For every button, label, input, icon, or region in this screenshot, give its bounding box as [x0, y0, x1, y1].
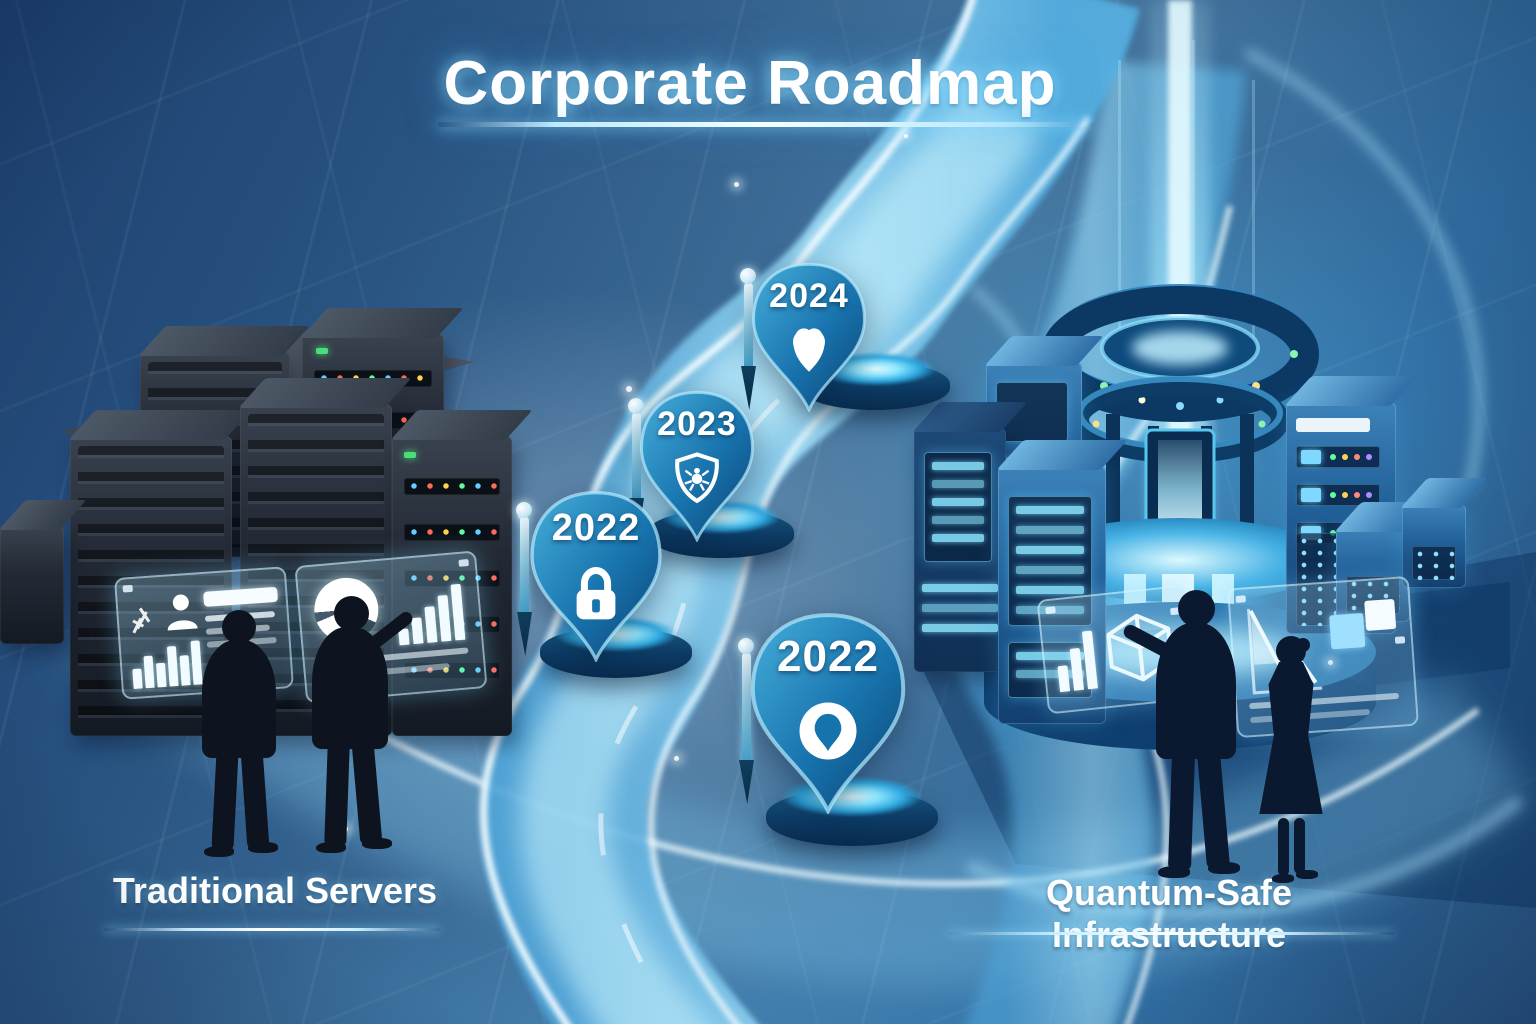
led-strip	[404, 478, 500, 495]
milestone-year: 2022	[551, 507, 641, 550]
quantum-cube-unit-2	[1402, 504, 1466, 588]
milestone-pole	[738, 638, 754, 764]
search-bar	[203, 586, 279, 607]
glow-panel	[924, 452, 992, 562]
left-label-underline	[104, 928, 440, 931]
milestone-year: 2024	[769, 277, 849, 315]
user-icon	[167, 594, 198, 631]
title-underline	[438, 122, 1094, 127]
milestone-marker-2024: 2024	[750, 262, 868, 412]
left-scene-label: Traditional Servers	[112, 870, 438, 911]
screen-dot	[1045, 606, 1056, 615]
screen-dot	[122, 584, 133, 593]
sparkle	[734, 182, 739, 187]
quantum-server-front-left	[998, 466, 1106, 724]
milestone-year: 2022	[777, 632, 879, 682]
sparkle	[626, 386, 632, 392]
server-tower-front-left	[70, 436, 232, 736]
sparkle	[904, 134, 908, 138]
milestone-pole	[516, 502, 532, 616]
milestone-pedestal	[648, 500, 794, 558]
quantum-server-left	[914, 428, 1006, 672]
right-label-underline	[948, 932, 1394, 935]
milestone-year: 2023	[657, 405, 737, 444]
holo-screen-dashboard	[113, 566, 295, 700]
led-strip	[404, 524, 500, 541]
keypad	[1412, 546, 1456, 580]
page-title: Corporate Roadmap	[443, 49, 1057, 118]
shield-icon	[777, 322, 841, 383]
power-led	[316, 348, 328, 354]
sparkle	[674, 756, 679, 761]
person-silhouette-left-2	[300, 596, 415, 858]
server-unit-edge	[0, 526, 64, 644]
server-row	[1296, 446, 1380, 468]
lock-icon	[565, 562, 627, 629]
server-row	[1296, 484, 1380, 506]
sketch-icon	[132, 607, 151, 634]
sparkle	[1328, 660, 1333, 665]
milestone-marker-2022-lock: 2022	[528, 490, 664, 662]
hair-bun	[1296, 638, 1310, 652]
milestone-marker-2022-pin: 2022	[748, 612, 908, 814]
person-silhouette-right-man	[1121, 590, 1252, 882]
screen-dot	[1394, 636, 1406, 644]
milestone-pole	[740, 268, 756, 370]
bar-chart	[1054, 628, 1100, 693]
squares-chart	[1329, 613, 1366, 650]
milestone-pedestal	[766, 776, 938, 846]
led-strip	[404, 570, 500, 587]
person-silhouette-left-1	[192, 610, 292, 860]
screen-dot	[458, 558, 469, 567]
power-led	[404, 452, 416, 458]
display-strip	[1296, 418, 1370, 432]
person-silhouette-right-woman	[1252, 636, 1332, 892]
led-strip	[404, 662, 500, 679]
right-scene-label: Quantum-Safe Infrastructure	[1045, 872, 1293, 955]
server-tower-front-right	[392, 436, 512, 736]
location-pin-icon	[790, 693, 866, 774]
shield-bug-icon	[668, 451, 726, 514]
squares-chart	[1364, 598, 1397, 631]
milestone-marker-2023: 2023	[638, 390, 756, 542]
milestone-pole	[628, 398, 644, 502]
